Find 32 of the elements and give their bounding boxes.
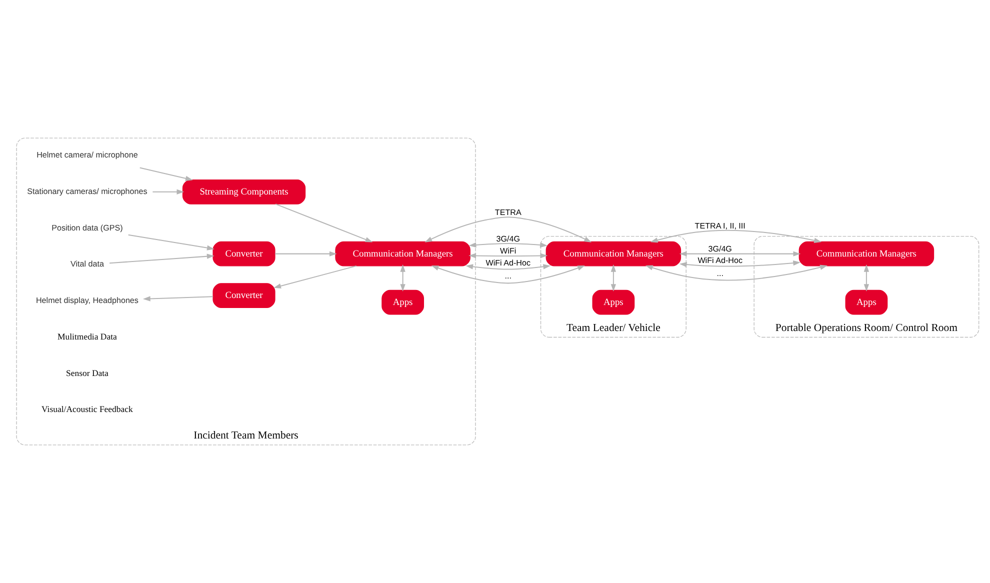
label: Mulitmedia Data	[57, 332, 117, 342]
node-box: Converter	[212, 283, 276, 308]
arrow	[466, 264, 551, 270]
node-box: Communication Managers	[798, 241, 934, 266]
arrow	[645, 264, 828, 281]
arrow	[400, 264, 406, 292]
node-box: Apps	[592, 290, 635, 315]
node-box: Communication Managers	[546, 241, 682, 266]
arrow	[424, 216, 592, 242]
node-box: Converter	[212, 241, 276, 266]
arrow	[140, 167, 193, 181]
arrow	[468, 242, 548, 248]
arrow	[109, 254, 214, 264]
arrow	[679, 260, 801, 268]
arrow	[275, 204, 373, 242]
node-box: Apps	[382, 290, 424, 315]
label: Visual/Acoustic Feedback	[42, 404, 133, 414]
arrow	[274, 265, 356, 288]
node-box: Apps	[845, 290, 888, 315]
node-box: Streaming Components	[182, 179, 306, 204]
arrow	[275, 251, 337, 256]
node-box: Communication Managers	[335, 241, 470, 266]
arrow	[468, 253, 548, 258]
arrow	[431, 265, 585, 284]
label: Sensor Data	[66, 368, 108, 378]
arrow	[142, 296, 214, 302]
arrow	[610, 264, 616, 292]
arrow	[152, 189, 184, 194]
arrow	[128, 234, 214, 250]
arrow	[864, 264, 870, 292]
arrow	[650, 230, 822, 243]
arrow	[679, 251, 801, 256]
